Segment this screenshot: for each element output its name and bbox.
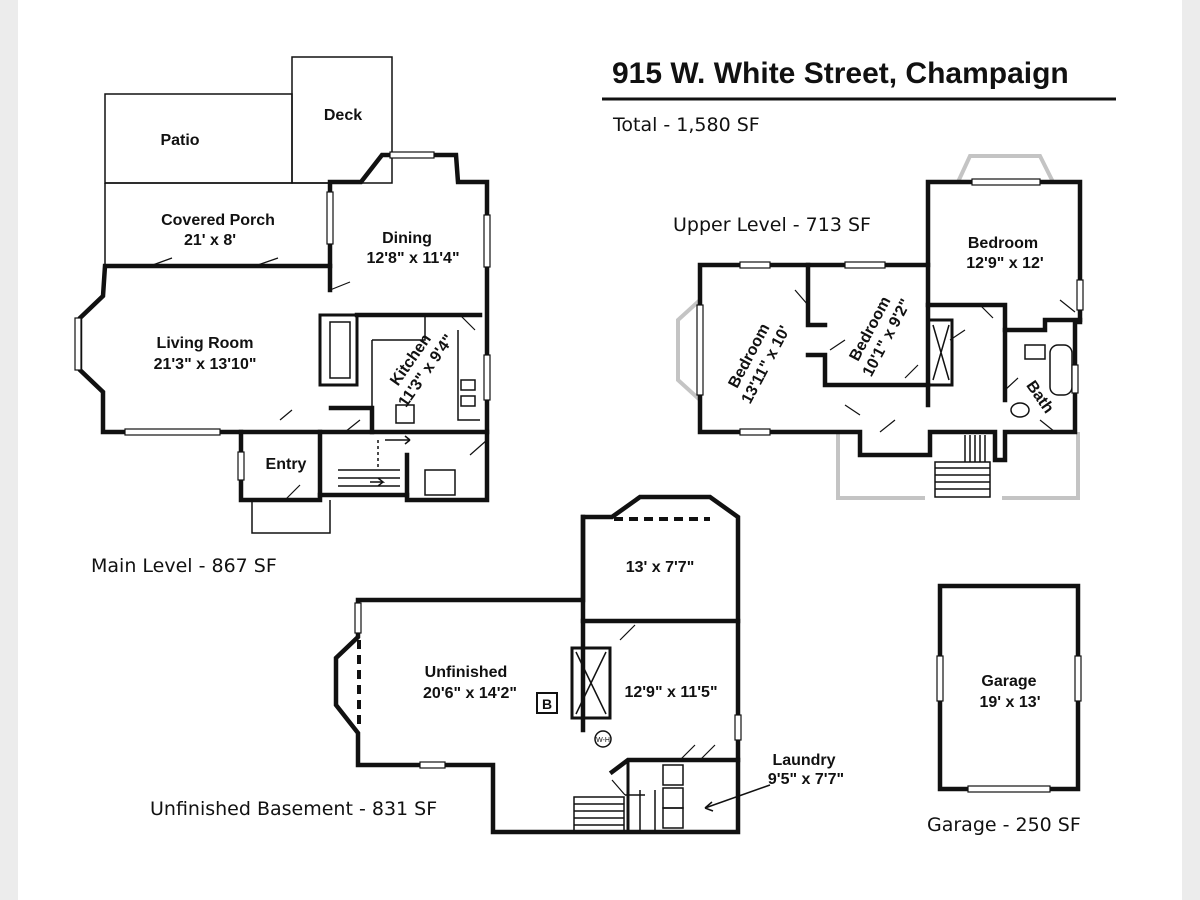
window-icon bbox=[354, 602, 362, 634]
wall bbox=[328, 405, 375, 435]
window-icon bbox=[1071, 364, 1079, 394]
basement-area: Unfinished Basement - 831 SF bbox=[150, 798, 437, 820]
entry-label: Entry bbox=[266, 456, 307, 473]
water-heater-label: W-H bbox=[596, 737, 610, 744]
sink-icon bbox=[662, 807, 684, 829]
door-icon bbox=[149, 257, 488, 501]
chimney-x bbox=[575, 651, 607, 715]
property-title: 915 W. White Street, Champaign bbox=[612, 57, 1069, 90]
window-icon bbox=[1076, 279, 1084, 311]
bedroom-b-rotated-label: Bedroom 13'11" x 10' bbox=[726, 321, 794, 407]
garage-size: 19' x 13' bbox=[980, 694, 1041, 711]
stairs-arrow-icon bbox=[385, 435, 411, 445]
window-icon bbox=[696, 304, 704, 396]
window-icon bbox=[124, 428, 221, 436]
entry-stoop bbox=[251, 500, 331, 534]
laundry-label: Laundry bbox=[772, 752, 835, 769]
upper-level-plan bbox=[676, 154, 1084, 500]
sink-icon bbox=[460, 379, 476, 391]
basement-room-size: 13' x 7'7" bbox=[626, 559, 695, 576]
garage-door-icon bbox=[967, 785, 1051, 793]
basement-plan bbox=[333, 494, 771, 835]
window-icon bbox=[844, 261, 886, 269]
door-icon bbox=[794, 289, 1076, 433]
window-icon bbox=[74, 317, 82, 371]
toilet-icon bbox=[1010, 402, 1030, 418]
boiler-symbol-label: B bbox=[542, 696, 552, 712]
window-icon bbox=[734, 714, 742, 741]
stairs-treads bbox=[935, 435, 990, 490]
door-icon bbox=[611, 624, 716, 796]
basement-mid-size: 12'9" x 11'5" bbox=[624, 684, 717, 701]
garage-label: Garage bbox=[981, 673, 1036, 690]
bedroom-c-rotated-label: Bedroom 10'1" x 9'2" bbox=[847, 294, 915, 379]
window-icon bbox=[483, 354, 491, 401]
stairs-icon bbox=[934, 461, 991, 498]
window-icon bbox=[389, 151, 435, 159]
window-icon bbox=[419, 761, 446, 769]
upper-level-area: Upper Level - 713 SF bbox=[673, 214, 871, 236]
sink-icon bbox=[1024, 344, 1046, 360]
window-icon bbox=[1074, 655, 1082, 702]
fridge-icon bbox=[424, 469, 456, 496]
wall bbox=[805, 262, 931, 388]
window-icon bbox=[971, 178, 1041, 186]
main-exterior-walls bbox=[77, 152, 490, 503]
unfinished-label: Unfinished bbox=[425, 664, 508, 681]
boiler-symbol-icon bbox=[536, 692, 558, 714]
fireplace bbox=[318, 313, 359, 387]
living-room-label: Living Room bbox=[157, 335, 254, 352]
laundry-leader-arrow-icon bbox=[704, 784, 771, 812]
bedroom-a-label: Bedroom bbox=[968, 235, 1038, 252]
bay-outline bbox=[956, 154, 1055, 183]
chimney-chase bbox=[570, 646, 612, 720]
bath-label: Bath bbox=[1022, 378, 1056, 417]
water-heater-icon bbox=[594, 730, 612, 748]
garage-area: Garage - 250 SF bbox=[927, 814, 1081, 836]
stove-icon bbox=[395, 404, 415, 424]
window-icon bbox=[936, 655, 944, 702]
porch-roof-outline bbox=[836, 432, 1080, 500]
bathtub-icon bbox=[1049, 344, 1073, 396]
bedroom-a-size: 12'9" x 12' bbox=[966, 255, 1043, 272]
stairs-icon bbox=[573, 796, 625, 833]
porch-label: Covered Porch bbox=[161, 212, 275, 229]
garage-plan bbox=[936, 583, 1082, 793]
stairs-treads bbox=[574, 790, 656, 832]
kitchen-counter bbox=[457, 330, 480, 421]
page-background bbox=[18, 0, 1182, 900]
bay-outline bbox=[676, 298, 702, 402]
stairs-icon bbox=[338, 469, 400, 487]
basement-exterior-walls bbox=[333, 494, 741, 835]
dining-size: 12'8" x 11'4" bbox=[366, 250, 459, 267]
total-area: Total - 1,580 SF bbox=[612, 114, 760, 136]
window-icon bbox=[326, 191, 334, 245]
main-level-area: Main Level - 867 SF bbox=[91, 555, 277, 577]
dining-label: Dining bbox=[382, 230, 432, 247]
window-icon bbox=[739, 261, 771, 269]
closet-x bbox=[932, 324, 950, 381]
wall bbox=[608, 757, 741, 776]
laundry-size: 9'5" x 7'7" bbox=[768, 771, 844, 788]
living-room-size: 21'3" x 13'10" bbox=[154, 356, 257, 373]
washer-icon bbox=[662, 764, 684, 786]
window-icon bbox=[483, 214, 491, 268]
kitchen-counter bbox=[372, 315, 426, 341]
wall bbox=[925, 302, 1083, 333]
unfinished-size: 20'6" x 14'2" bbox=[423, 685, 517, 702]
closet bbox=[928, 318, 954, 387]
dryer-icon bbox=[662, 787, 684, 809]
fireplace-hearth bbox=[329, 321, 351, 379]
patio-label: Patio bbox=[160, 132, 199, 149]
main-level-plan bbox=[74, 56, 491, 534]
bath-rotated-label: Bath bbox=[1022, 378, 1056, 417]
kitchen-rotated-label: Kitchen 11'3" x 9'4" bbox=[387, 331, 457, 410]
porch-size: 21' x 8' bbox=[184, 232, 236, 249]
sink-icon bbox=[460, 395, 476, 407]
window-icon bbox=[739, 428, 771, 436]
window-icon bbox=[237, 451, 245, 481]
deck-label: Deck bbox=[324, 107, 362, 124]
